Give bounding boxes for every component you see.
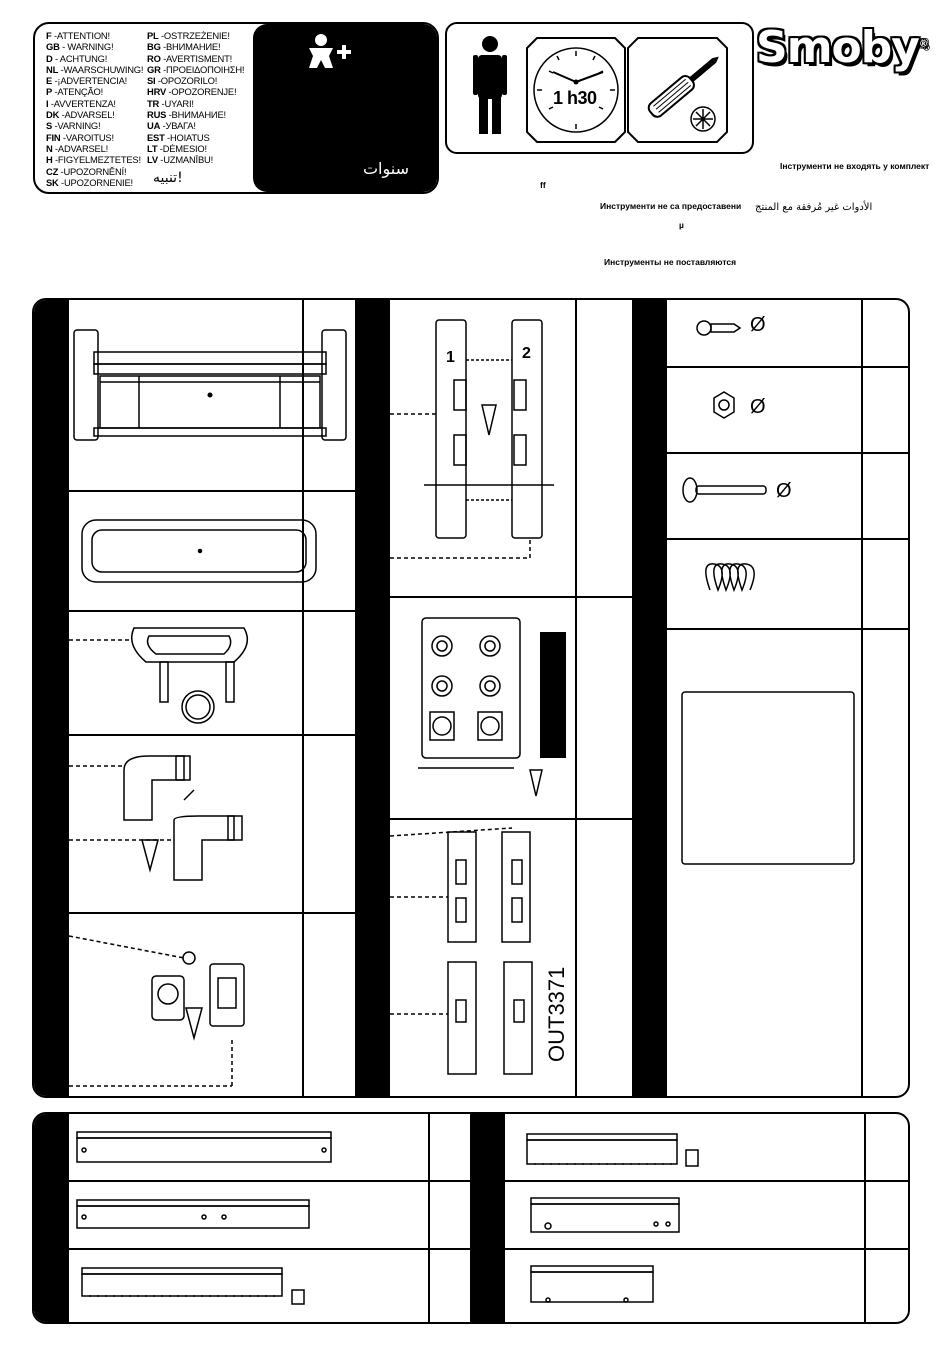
tube-4 [526,1133,699,1167]
tubes-panel [32,1112,910,1324]
warning-list-right: PL -OSTRZEŻENIE! BG -ВНИМАНИЕ! RO -AVERT… [147,30,245,166]
sink-part [131,627,249,724]
tube-5 [530,1197,680,1233]
child-plus-icon [309,34,351,68]
leg-number-2: 2 [522,345,531,362]
tube-2 [76,1199,310,1229]
black-label-strip [540,632,566,758]
screwdriver-icon [627,37,728,143]
note-tools-not-included: Інструменти не входять у комплект [780,161,930,171]
parts-panel-main: 1 2 Ø Ø Ø OUT3371 [32,298,910,1098]
nut-hardware [713,391,735,419]
tube-6 [530,1265,654,1303]
reference-code: OUT3371 [544,966,569,1062]
parts-sidebar-1 [34,300,69,1096]
age-warning-panel: سنوات [253,24,437,192]
tubes-sidebar-1 [34,1114,69,1322]
note-tools-not-supplied: Инструменты не поставляются [604,257,737,267]
smoby-logo: Smoby® [756,22,928,73]
side-panels-part [447,831,533,1075]
bolt-hardware [682,477,767,503]
tubes-sidebar-2 [470,1114,505,1322]
screw-hardware [696,320,742,336]
burner-knobs-part [418,617,543,797]
elbow-pipes-part [123,755,243,881]
tube-1 [76,1131,332,1163]
tap-part [151,951,245,1041]
bench-frame-part [73,329,347,441]
warning-box: F -ATTENTION! GB - WARNING! D - ACHTUNG!… [33,22,439,194]
tube-3 [81,1267,305,1305]
note-tools-not-provided: Инструменти не са предоставени [600,201,742,211]
note-arabic: الأدوات غير مُرفقة مع المنتج [755,202,873,213]
note-mu: µ [679,220,684,230]
diameter-label-2: Ø [750,396,766,418]
tools-box: 1 h30 [445,22,754,154]
assembly-time: 1 h30 [553,88,597,108]
adult-person-icon [473,36,507,134]
tools-illustration [473,36,728,143]
note-ff: ff [540,180,546,190]
parts-sidebar-2 [355,300,390,1096]
side-legs-part [424,319,554,539]
spring-hardware [705,563,755,593]
parts-sidebar-3 [632,300,667,1096]
tray-part [81,519,317,583]
clock-icon [526,37,626,143]
leg-number-1: 1 [446,349,455,366]
arabic-years: سنوات [362,159,409,178]
diameter-label-1: Ø [750,314,766,336]
parts-drawings: 1 2 [68,319,855,1087]
diameter-label-3: Ø [776,480,792,502]
arabic-warning: تنبيه! [153,170,183,186]
sticker-sheet [681,691,855,865]
warning-list-left: F -ATTENTION! GB - WARNING! D - ACHTUNG!… [46,30,144,188]
tube-drawings [76,1131,699,1305]
